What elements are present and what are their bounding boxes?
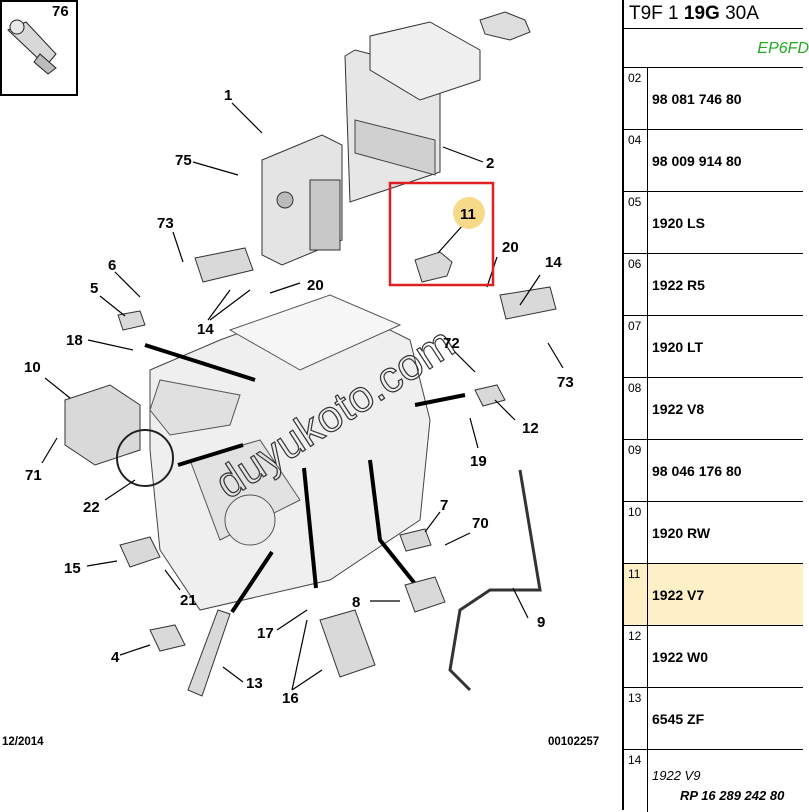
table-row[interactable]: 14 1922 V9 RP 16 289 242 80 xyxy=(624,750,803,812)
callout-70: 70 xyxy=(472,515,489,532)
callout-71: 71 xyxy=(25,467,42,484)
callout-72: 72 xyxy=(443,335,460,352)
callout-16: 16 xyxy=(282,690,299,707)
callout-17: 17 xyxy=(257,625,274,642)
callout-20-left: 20 xyxy=(307,277,324,294)
part-reference: 1920 LS xyxy=(652,215,705,231)
header-prefix: T9F 1 xyxy=(629,3,679,24)
table-row[interactable]: 09 98 046 176 80 xyxy=(624,440,803,502)
row-number: 06 xyxy=(624,254,648,315)
row-number: 13 xyxy=(624,688,648,749)
diagram-code: 00102257 xyxy=(548,736,599,748)
callout-8: 8 xyxy=(352,594,360,611)
header-suffix: 30A xyxy=(725,3,759,24)
callout-13: 13 xyxy=(246,675,263,692)
table-row[interactable]: 02 98 081 746 80 xyxy=(624,68,803,130)
selected-part-highlight xyxy=(388,181,495,287)
table-row[interactable]: 12 1922 W0 xyxy=(624,626,803,688)
callout-76: 76 xyxy=(52,3,69,20)
callout-22: 22 xyxy=(83,499,100,516)
part-reference: 1922 W0 xyxy=(652,649,709,665)
thick-leader-lines xyxy=(144,343,466,614)
callout-15: 15 xyxy=(64,560,81,577)
callout-14-left: 14 xyxy=(197,321,214,338)
engine-code-row: EP6FD xyxy=(624,29,809,68)
callout-73-right: 73 xyxy=(557,374,574,391)
row-number: 04 xyxy=(624,130,648,191)
part-reference: 1922 R5 xyxy=(652,277,705,293)
part-reference: 1922 V8 xyxy=(652,401,705,417)
row-number: 14 xyxy=(624,750,648,812)
callout-labels: 76 1 2 75 11 73 20 14 6 5 20 14 18 72 73… xyxy=(24,3,574,707)
table-row-selected[interactable]: 11 1922 V7 xyxy=(624,564,803,626)
part-reference: 1922 V7 xyxy=(652,587,705,603)
row-number: 07 xyxy=(624,316,648,377)
engine-code: EP6FD xyxy=(757,40,809,57)
callout-6: 6 xyxy=(108,257,116,274)
callout-19: 19 xyxy=(470,453,487,470)
part-reference: 6545 ZF xyxy=(652,711,705,727)
callout-14-right: 14 xyxy=(545,254,562,271)
callout-11: 11 xyxy=(460,206,476,223)
part-reference: 98 009 914 80 xyxy=(652,153,742,169)
hose-9 xyxy=(448,469,542,692)
callout-10: 10 xyxy=(24,359,41,376)
table-row[interactable]: 08 1922 V8 xyxy=(624,378,803,440)
callout-75: 75 xyxy=(175,152,192,169)
callout-9: 9 xyxy=(537,614,545,631)
table-row[interactable]: 07 1920 LT xyxy=(624,316,803,378)
table-row[interactable]: 05 1920 LS xyxy=(624,192,803,254)
callout-1: 1 xyxy=(224,87,232,104)
part-reference: 98 081 746 80 xyxy=(652,91,742,107)
callout-5: 5 xyxy=(90,280,98,297)
callout-12: 12 xyxy=(522,420,539,437)
part-reference: 1920 LT xyxy=(652,339,704,355)
part-reference-alt: RP 16 289 242 80 xyxy=(680,788,785,803)
callout-7: 7 xyxy=(440,497,448,514)
parts-reference-table: T9F 1 19G 30A EP6FD 02 98 081 746 80 04 … xyxy=(622,0,809,812)
engine-ecu xyxy=(261,134,343,266)
callout-4: 4 xyxy=(111,649,120,666)
callout-20-right: 20 xyxy=(502,239,519,256)
table-header: T9F 1 19G 30A xyxy=(624,0,803,29)
callout-2: 2 xyxy=(486,155,494,172)
row-number: 08 xyxy=(624,378,648,439)
parts-exploded-diagram: duyukoto.com xyxy=(0,0,599,748)
table-row[interactable]: 13 6545 ZF xyxy=(624,688,803,750)
callout-18: 18 xyxy=(66,332,83,349)
table-row[interactable]: 04 98 009 914 80 xyxy=(624,130,803,192)
row-number: 09 xyxy=(624,440,648,501)
diagram-date: 12/2014 xyxy=(2,736,44,748)
header-bold: 19G xyxy=(683,3,720,24)
selected-part-badge xyxy=(453,197,485,229)
callout-21: 21 xyxy=(180,592,197,609)
row-number: 05 xyxy=(624,192,648,253)
table-row[interactable]: 06 1922 R5 xyxy=(624,254,803,316)
row-number: 12 xyxy=(624,626,648,687)
part-76-inset xyxy=(0,0,78,96)
ecu-bracket xyxy=(344,11,531,203)
part-reference: 1922 V9 xyxy=(652,768,701,783)
gasket-ring-22 xyxy=(116,429,174,487)
part-reference: 1920 RW xyxy=(652,525,711,541)
engine-block xyxy=(149,294,431,611)
table-row[interactable]: 10 1920 RW xyxy=(624,502,803,564)
callout-73-left: 73 xyxy=(157,215,174,232)
row-number: 10 xyxy=(624,502,648,563)
part-reference: 98 046 176 80 xyxy=(652,463,742,479)
row-number: 02 xyxy=(624,68,648,129)
row-number: 11 xyxy=(624,564,648,625)
